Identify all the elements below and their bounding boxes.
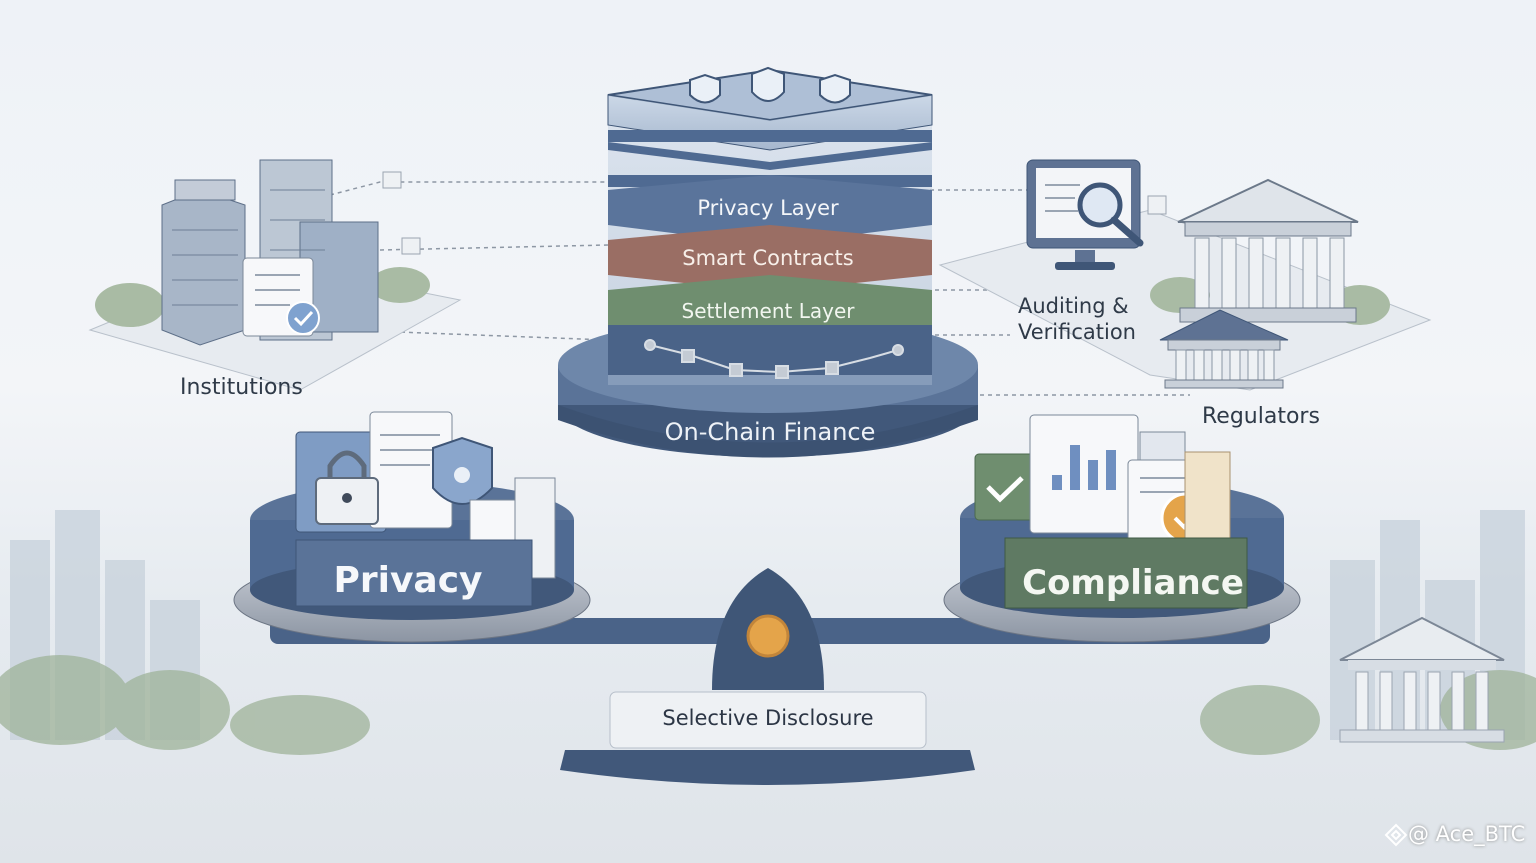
- smart-contracts-label: Smart Contracts: [682, 246, 853, 270]
- institutions-label: Institutions: [180, 375, 303, 400]
- privacy-layer-label: Privacy Layer: [697, 196, 839, 220]
- bank-building-icon: [1159, 309, 1289, 389]
- privacy-label: Privacy: [333, 560, 482, 601]
- pivot-icon: [746, 614, 790, 658]
- regulators-platform: [938, 159, 1432, 391]
- document-check-icon: [242, 257, 320, 337]
- shield-icon: [689, 66, 851, 104]
- checklist-icon: [974, 453, 1036, 521]
- folder-icon: [1184, 451, 1231, 548]
- auditing-verification-label: Auditing & Verification: [1018, 293, 1136, 345]
- watermark-text: @ Ace_BTC: [1408, 822, 1526, 846]
- institutions-platform: [88, 159, 462, 391]
- trees: [0, 655, 1536, 755]
- node-icon: [382, 171, 402, 189]
- chain-icon: [644, 339, 904, 379]
- monitor-magnifier-icon: [1026, 159, 1144, 270]
- government-building-icon: [1177, 178, 1359, 323]
- compliance-label: Compliance: [1022, 563, 1244, 603]
- shield-icon: [432, 436, 493, 505]
- layer-stack: [558, 66, 978, 458]
- selective-disclosure-label: Selective Disclosure: [662, 706, 874, 730]
- auditing-label-line1: Auditing &: [1018, 294, 1129, 318]
- compliance-pan: [943, 414, 1301, 643]
- bar-chart-icon: [1029, 414, 1139, 534]
- courthouse-icon: [1339, 616, 1505, 743]
- folder-lock-icon: [295, 411, 453, 533]
- settlement-layer-label: Settlement Layer: [682, 299, 856, 323]
- watermark-logo-icon: [1384, 823, 1408, 847]
- on-chain-finance-label: On-Chain Finance: [665, 418, 876, 446]
- auditing-label-line2: Verification: [1018, 320, 1136, 344]
- privacy-pan: [233, 411, 591, 643]
- node-icon: [1147, 195, 1167, 215]
- regulators-label: Regulators: [1202, 404, 1320, 429]
- node-icon: [401, 237, 421, 255]
